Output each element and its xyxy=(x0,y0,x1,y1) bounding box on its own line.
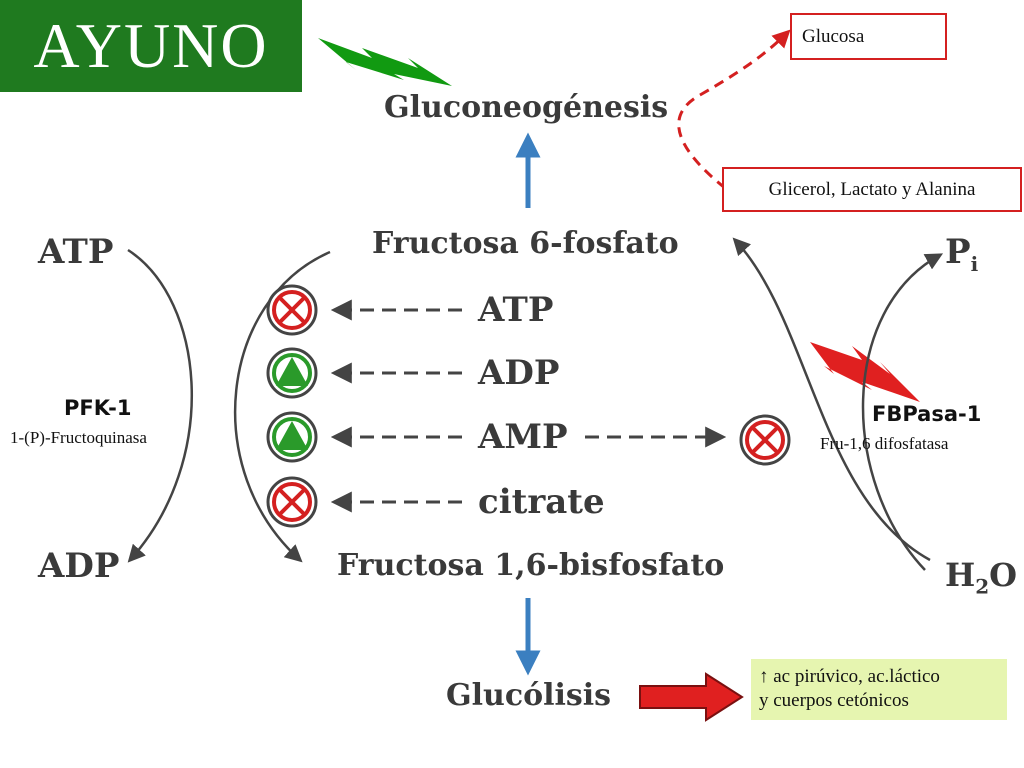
glucosa-box: Glucosa xyxy=(790,13,947,60)
dashed-connector xyxy=(677,29,791,190)
pfk-full-name: 1-(P)-Fructoquinasa xyxy=(10,428,147,447)
regulator-citrate-label: citrate xyxy=(478,482,605,522)
pfk-atp-adp-arrow xyxy=(127,248,193,563)
inhibit-icon xyxy=(266,284,318,336)
pfk-name: PFK-1 xyxy=(64,396,132,420)
fbpasa-h2o-pi-arrow xyxy=(861,253,944,571)
regulator-adp-label: ADP xyxy=(478,353,560,393)
glucolisis-label: Glucólisis xyxy=(446,678,612,713)
regulator-amp-label: AMP xyxy=(478,417,568,457)
inhibit-icon xyxy=(266,476,318,528)
lightning-bolt-icon xyxy=(318,38,452,86)
result-box: ↑ ac pirúvico, ac.láctico y cuerpos cetó… xyxy=(751,659,1007,720)
fbpasa-name: FBPasa-1 xyxy=(872,402,982,426)
gluconeogenesis-label: Gluconeogénesis xyxy=(384,90,669,125)
right-h2o-label: H2O xyxy=(945,556,1018,599)
activate-icon xyxy=(266,411,318,463)
regulator-atp-label: ATP xyxy=(478,290,554,330)
activate-icon xyxy=(266,347,318,399)
page-title: AYUNO xyxy=(0,0,302,92)
left-adp-label: ADP xyxy=(38,546,120,586)
fbpasa-f16bp-f6p-arrow xyxy=(732,237,931,562)
left-atp-label: ATP xyxy=(38,232,114,272)
right-pi-label: Pi xyxy=(945,232,979,276)
f6p-label: Fructosa 6-fosfato xyxy=(372,226,679,261)
inhibit-icon xyxy=(739,414,791,466)
precursors-box: Glicerol, Lactato y Alanina xyxy=(722,167,1022,212)
result-arrow-icon xyxy=(639,672,744,722)
result-line-1: ↑ ac pirúvico, ac.láctico xyxy=(759,666,940,687)
pfk-f6p-f16bp-arrow xyxy=(233,250,331,563)
f16bp-label: Fructosa 1,6-bisfosfato xyxy=(337,548,725,583)
result-line-2: y cuerpos cetónicos xyxy=(759,690,909,711)
fbpasa-full-name: Fru-1,6 difosfatasa xyxy=(820,434,949,453)
